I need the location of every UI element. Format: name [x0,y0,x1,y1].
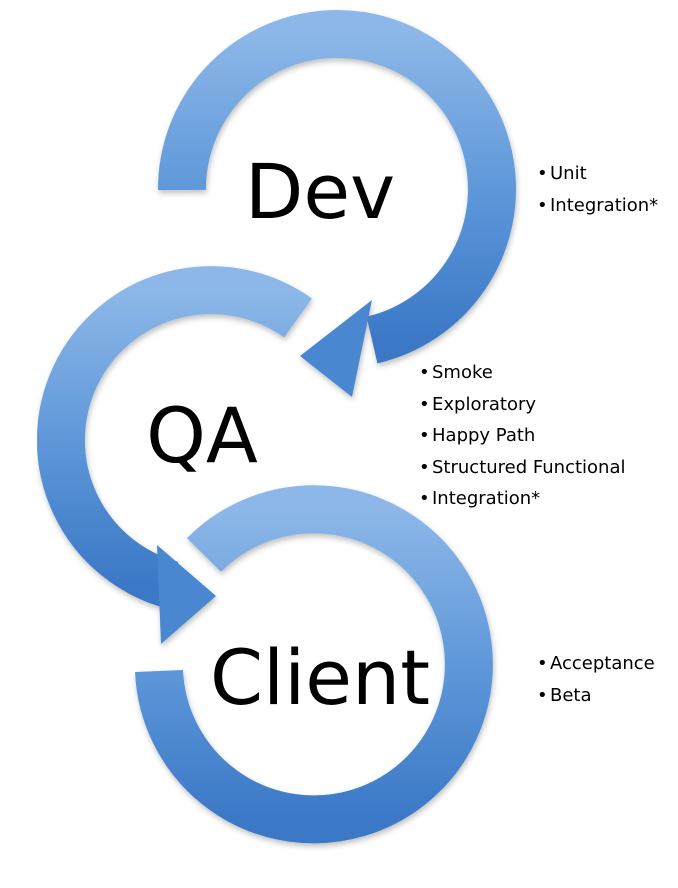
list-item: Happy Path [419,420,625,452]
dev-label: Dev [245,147,395,236]
client-ring [135,485,493,844]
qa-ring-arc [36,266,312,609]
client-ring-arc [135,485,493,844]
list-item: Exploratory [419,389,625,421]
qa-label: QA [146,391,258,480]
client-test-list: Acceptance Beta [537,648,655,711]
dev-test-list: Unit Integration* [537,158,658,221]
dev-ring-arc [157,10,516,364]
list-item: Smoke [419,357,625,389]
client-label: Client [210,633,430,722]
list-item: Structured Functional [419,452,625,484]
qa-arrow [36,266,312,644]
list-item: Integration* [419,483,625,515]
list-item: Beta [537,680,655,712]
dev-arrowhead [300,300,372,397]
qa-arrowhead [157,545,216,644]
list-item: Unit [537,158,658,190]
list-item: Acceptance [537,648,655,680]
dev-arrow [157,10,516,397]
list-item: Integration* [537,190,658,222]
qa-test-list: Smoke Exploratory Happy Path Structured … [419,357,625,515]
